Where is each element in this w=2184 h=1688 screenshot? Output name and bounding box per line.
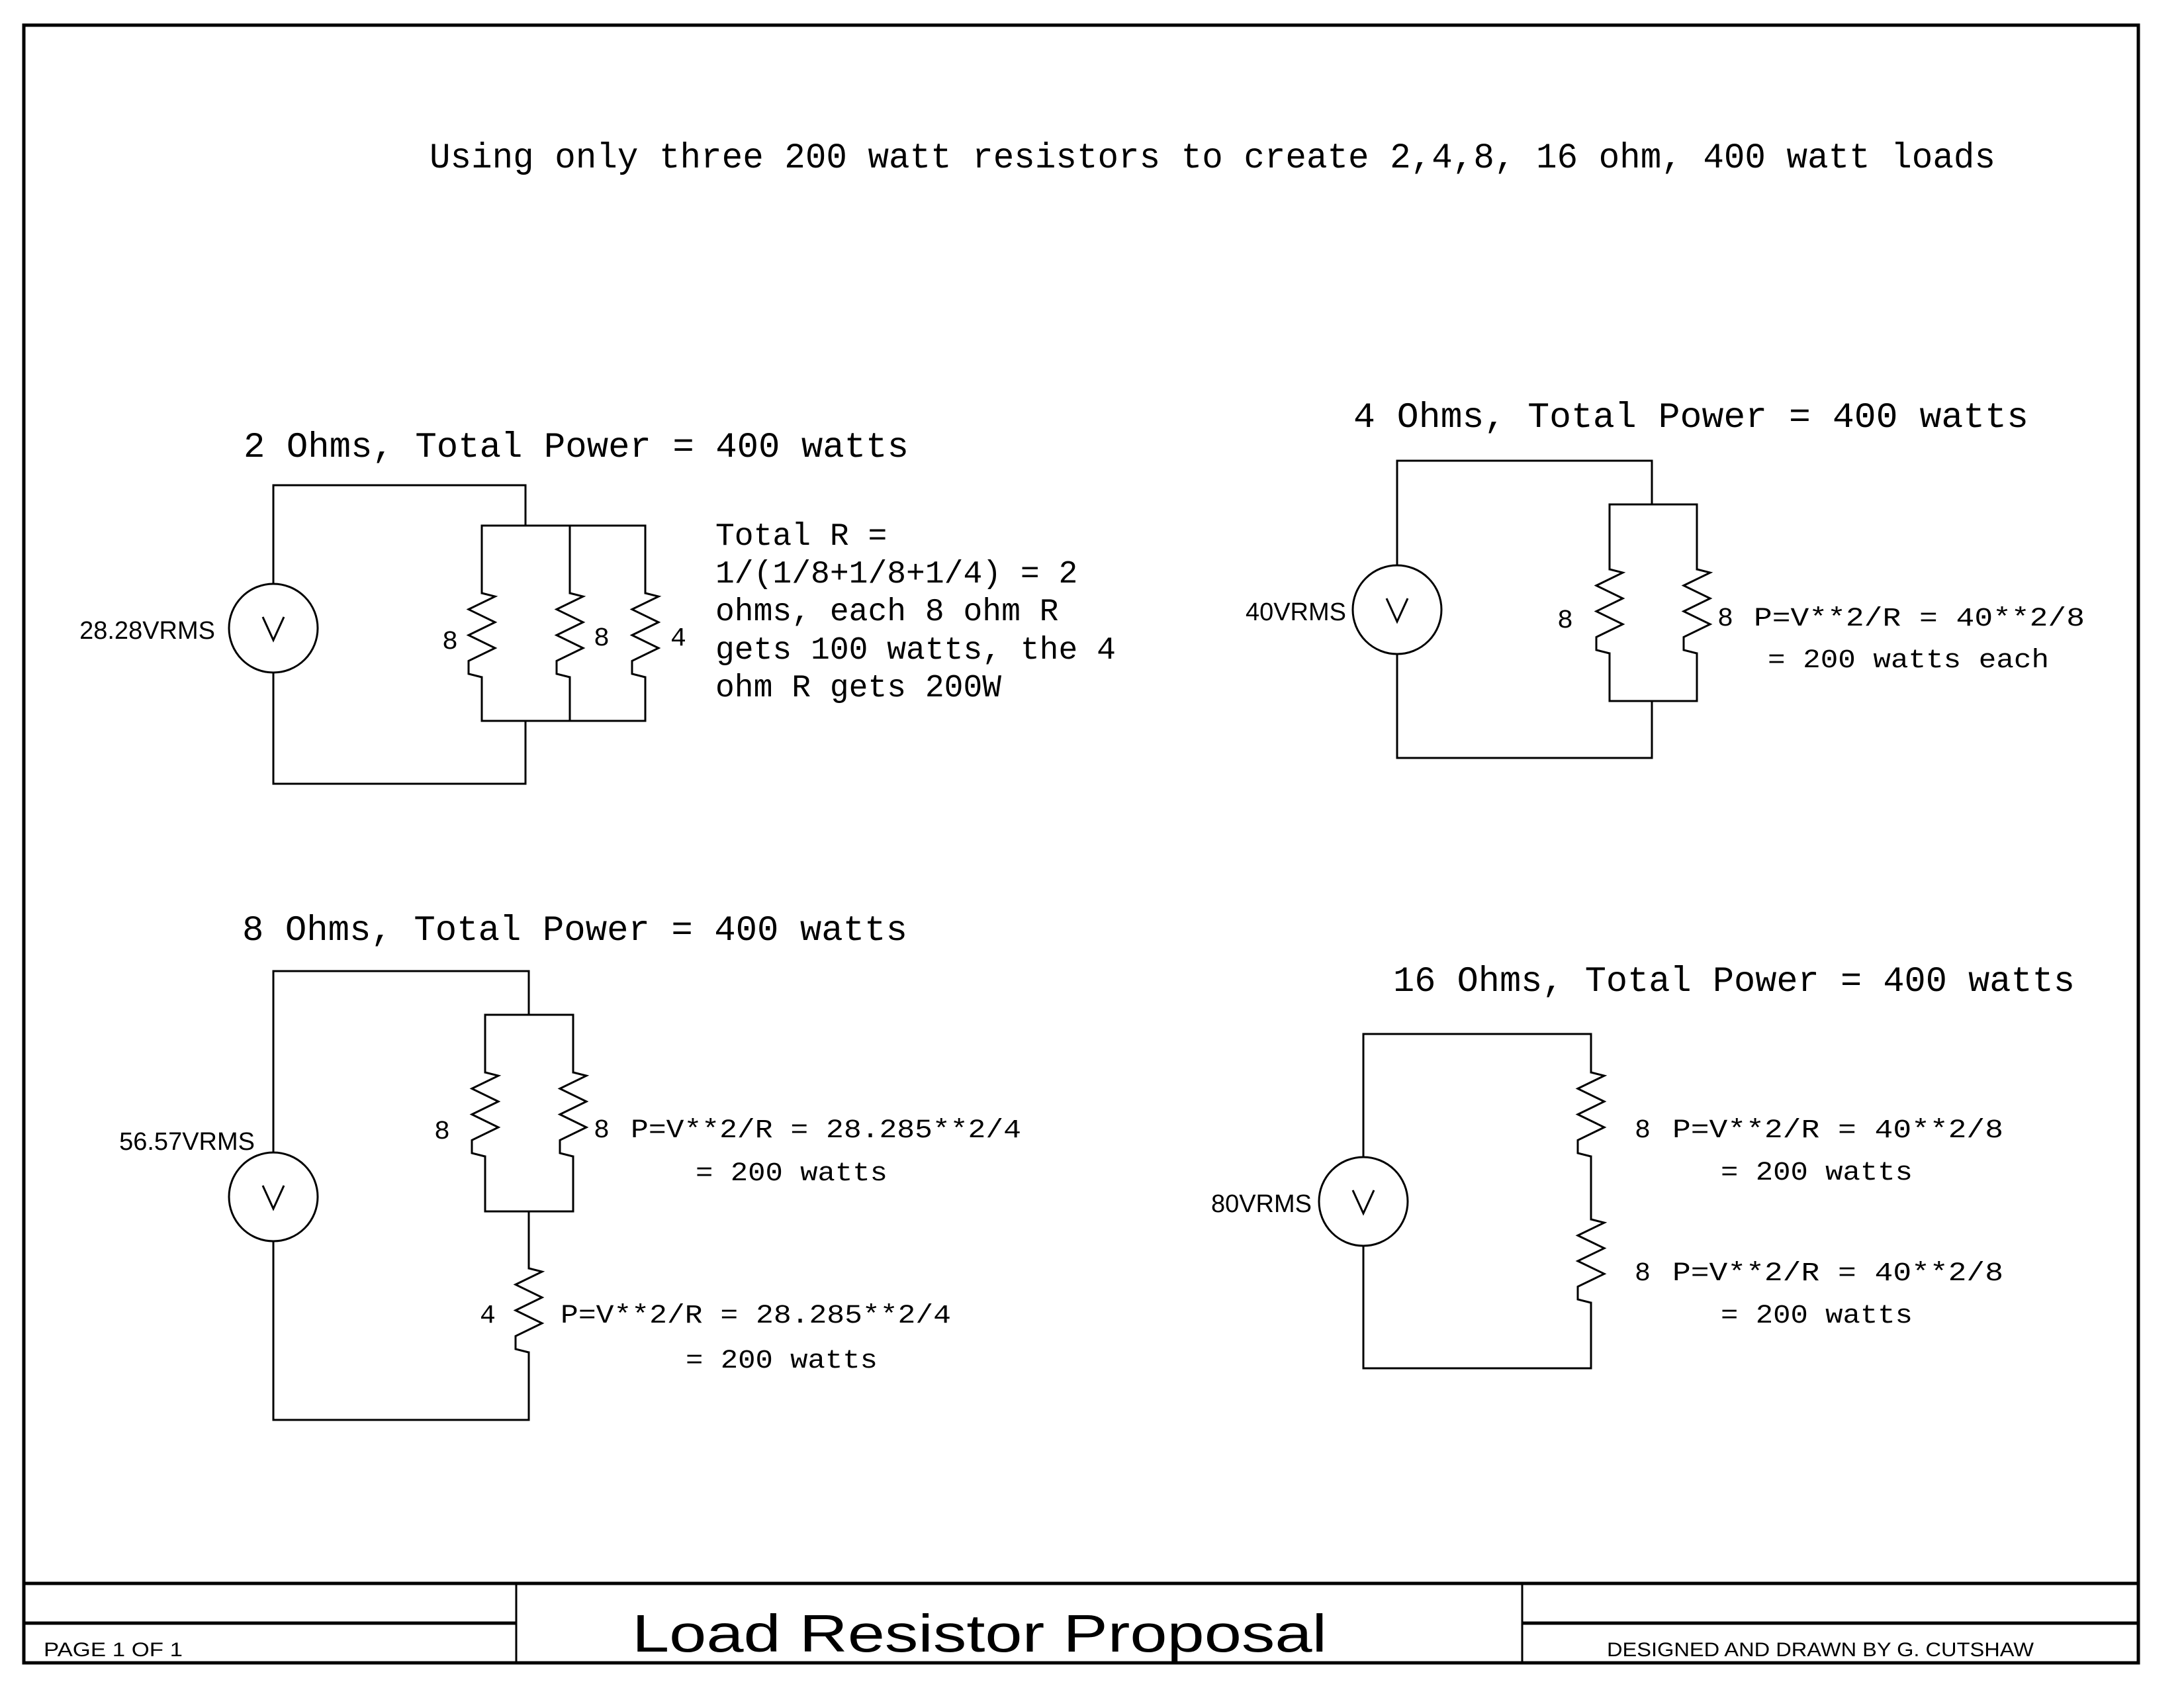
wire [1396,459,1653,567]
calc-note: = 200 watts [686,1346,878,1376]
resistor-label: 4 [480,1301,496,1331]
wire [1608,503,1698,702]
title-block: PAGE 1 OF 1 Load Resistor Proposal DESIG… [24,1581,2138,1663]
v-symbol-icon [261,1185,285,1211]
calc-note: P=V**2/R = 40**2/8 [1672,1259,2003,1289]
v-symbol-icon [1351,1190,1375,1216]
voltage-source [1351,564,1443,655]
calc-note: gets 100 watts, the 4 [715,633,1116,669]
circuit-2-ohm: 2 Ohms, Total Power = 400 watts 28.28VRM… [79,428,1116,785]
calc-note: = 200 watts each [1768,646,2049,676]
source-label: 56.57VRMS [119,1128,255,1156]
wire [272,970,530,1154]
wire [484,1013,574,1213]
resistor-8-ohm [1681,568,1713,655]
resistor-8-ohm [1575,1071,1608,1158]
v-symbol-icon [1385,598,1409,624]
circuit-16-ohm: 16 Ohms, Total Power = 400 watts 80VRMS … [1211,962,2075,1370]
calc-note: P=V**2/R = 28.285**2/4 [561,1301,951,1331]
calc-note: P=V**2/R = 40**2/8 [1754,604,2085,634]
calc-note: Total R = [715,519,887,555]
circuit-heading: 16 Ohms, Total Power = 400 watts [1393,962,2075,1002]
resistor-label: 4 [670,624,686,654]
voltage-source-icon [228,1151,319,1243]
calc-note: = 200 watts [1721,1158,1913,1188]
circuit-heading: 2 Ohms, Total Power = 400 watts [244,428,909,468]
wire [1362,1244,1592,1370]
resistor-label: 8 [442,628,458,657]
resistor-label: 8 [1635,1116,1651,1146]
resistor-4-ohm [629,592,662,679]
resistor-8-ohm [554,592,586,679]
voltage-source-icon [228,583,319,674]
circuit-8-ohm: 8 Ohms, Total Power = 400 watts 56.57VRM… [119,911,1021,1421]
resistor-label: 8 [434,1117,450,1147]
resistor-label: 8 [1717,604,1733,634]
calc-note: P=V**2/R = 28.285**2/4 [631,1116,1021,1146]
calc-note: = 200 watts [696,1159,887,1189]
designer-credit: DESIGNED AND DRAWN BY G. CUTSHAW [1607,1639,2034,1661]
resistor-8-ohm [1594,568,1626,655]
resistor-8-ohm [469,1071,502,1158]
voltage-source-icon [1351,564,1443,655]
source-label: 80VRMS [1211,1190,1312,1218]
wire [272,671,527,785]
page-number: PAGE 1 OF 1 [44,1639,183,1661]
calc-note: ohms, each 8 ohm R [715,594,1058,630]
resistor-label: 8 [594,624,610,654]
resistor-4-ohm [513,1267,545,1354]
resistor-8-ohm [466,592,498,679]
voltage-source [228,583,319,674]
drawing-border [22,23,2140,1665]
v-symbol-icon [261,616,285,643]
voltage-source-icon [1318,1156,1409,1247]
drawing-title: Load Resistor Proposal [632,1604,1327,1663]
wire [272,1240,530,1421]
resistor-8-ohm [557,1071,590,1158]
calc-note: 1/(1/8+1/8+1/4) = 2 [715,557,1077,592]
resistor-label: 8 [1635,1259,1651,1289]
calc-note: = 200 watts [1721,1301,1913,1331]
circuit-4-ohm: 4 Ohms, Total Power = 400 watts 40VRMS 8… [1246,398,2085,759]
wire [1396,653,1653,759]
wire [1362,1033,1592,1158]
source-label: 28.28VRMS [79,617,215,645]
circuit-heading: 4 Ohms, Total Power = 400 watts [1353,398,2028,438]
resistor-label: 8 [594,1116,610,1146]
wire [272,484,527,585]
source-label: 40VRMS [1246,598,1346,626]
circuit-heading: 8 Ohms, Total Power = 400 watts [242,911,907,951]
sheet-title: Using only three 200 watt resistors to c… [430,138,1995,179]
voltage-source [228,1151,319,1243]
resistor-8-ohm [1575,1218,1608,1304]
voltage-source [1318,1156,1409,1247]
calc-note: ohm R gets 200W [715,671,1001,706]
calc-note: P=V**2/R = 40**2/8 [1672,1116,2003,1146]
resistor-label: 8 [1557,606,1573,636]
